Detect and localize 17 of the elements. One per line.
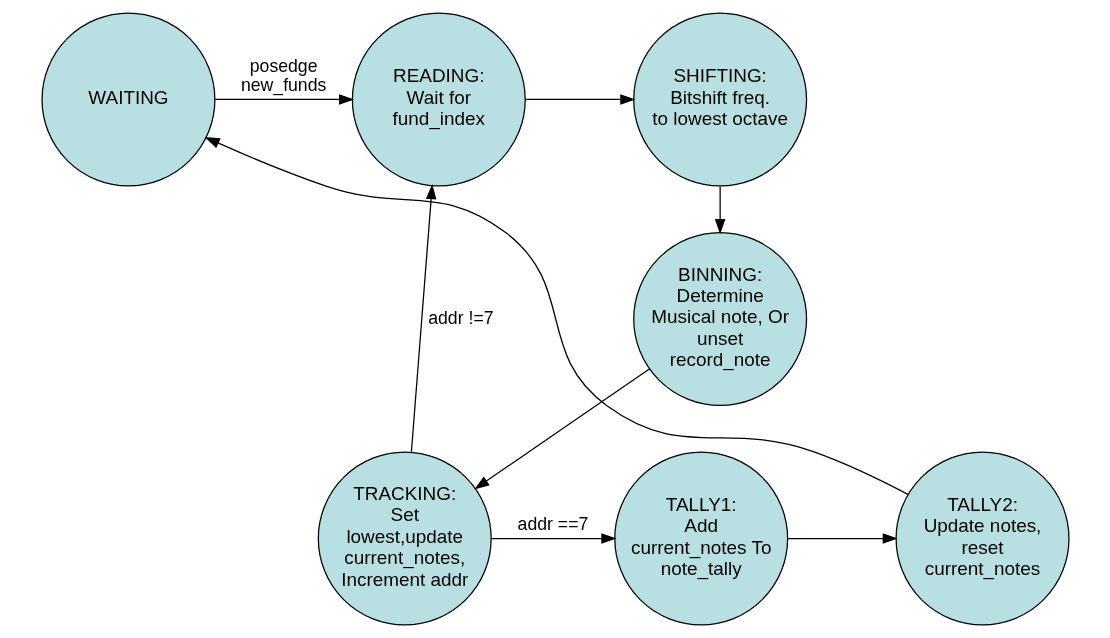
arrow [524,94,635,105]
arrow [473,368,650,490]
edge-label: posedge new_funds [240,55,326,95]
arrow [213,94,354,105]
arrow [714,185,725,235]
node-circle: BINNING: Determine Musical note, Or unset record_note [632,231,807,407]
arrow [410,184,436,453]
node-circle: READING: Wait for fund_index [351,12,526,187]
arrow [204,137,908,495]
edge-label: addr !=7 [427,307,494,328]
edge-label: addr ==7 [517,513,588,534]
node-circle: TALLY2: Update notes, reset current_notes [895,451,1070,626]
node-circle: SHIFTING: Bitshift freq. to lowest octave [632,12,807,187]
arrow [490,533,616,544]
arrow [786,533,898,544]
node-circle: TALLY1: Add current_notes To note_tally [613,451,788,626]
node-circle: WAITING [40,12,215,187]
